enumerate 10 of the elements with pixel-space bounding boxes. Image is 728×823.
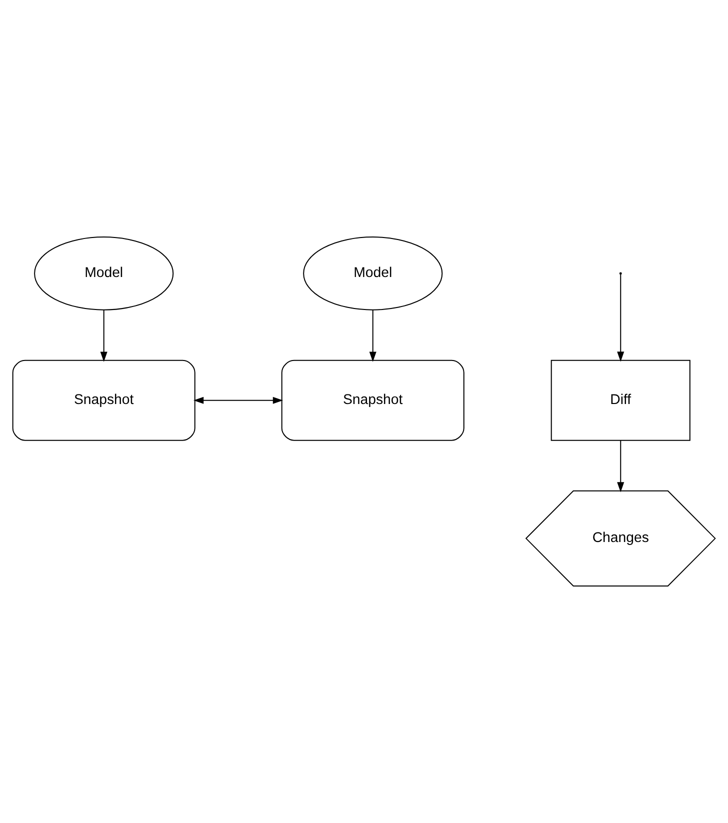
arrow [617, 440, 624, 492]
node-ellipse: Model [303, 236, 443, 310]
node-ellipse: Model [34, 236, 174, 310]
arrow [193, 396, 284, 404]
node-box: Snapshot [281, 360, 464, 441]
arrow [100, 310, 108, 362]
arrow [617, 274, 624, 362]
node-box: Snapshot [12, 360, 196, 441]
node-box: Diff [550, 360, 690, 441]
arrow [369, 310, 376, 362]
